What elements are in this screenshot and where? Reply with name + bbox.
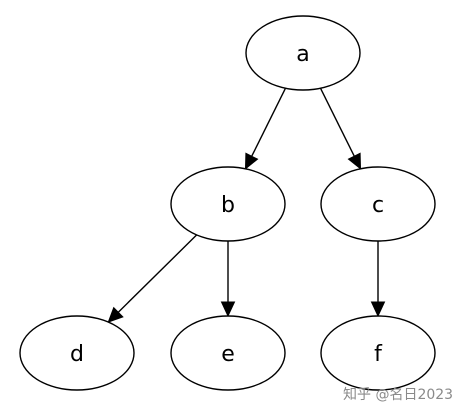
node-ellipse [245,15,361,91]
arrowhead [347,152,362,170]
node-b: b [170,166,286,242]
watermark-text: 知乎 @名日2023 [343,386,453,403]
node-ellipse [170,315,286,391]
node-label: f [374,342,383,367]
node-ellipse [320,315,436,391]
node-label: e [221,342,235,367]
edge-c-f [370,241,386,318]
node-label: d [70,342,84,367]
node-ellipse [320,166,436,242]
node-ellipse [19,315,135,391]
node-ellipse [170,166,286,242]
arrowhead [107,306,124,323]
edge-line [117,234,198,313]
edge-a-c [319,87,362,170]
edge-b-d [107,234,198,323]
edge-b-e [220,241,236,318]
node-d: d [19,315,135,391]
node-label: c [372,193,384,218]
arrowhead [244,152,259,170]
node-c: c [320,166,436,242]
edge-line [319,87,355,157]
edges-layer [107,87,386,323]
arrowhead [370,301,386,318]
nodes-layer: a b c d e f [19,15,436,391]
edge-a-b [244,87,287,170]
arrowhead [220,301,236,318]
node-f: f [320,315,436,391]
node-a: a [245,15,361,91]
edge-line [251,87,287,157]
node-label: b [221,193,235,218]
node-e: e [170,315,286,391]
node-label: a [296,42,309,67]
